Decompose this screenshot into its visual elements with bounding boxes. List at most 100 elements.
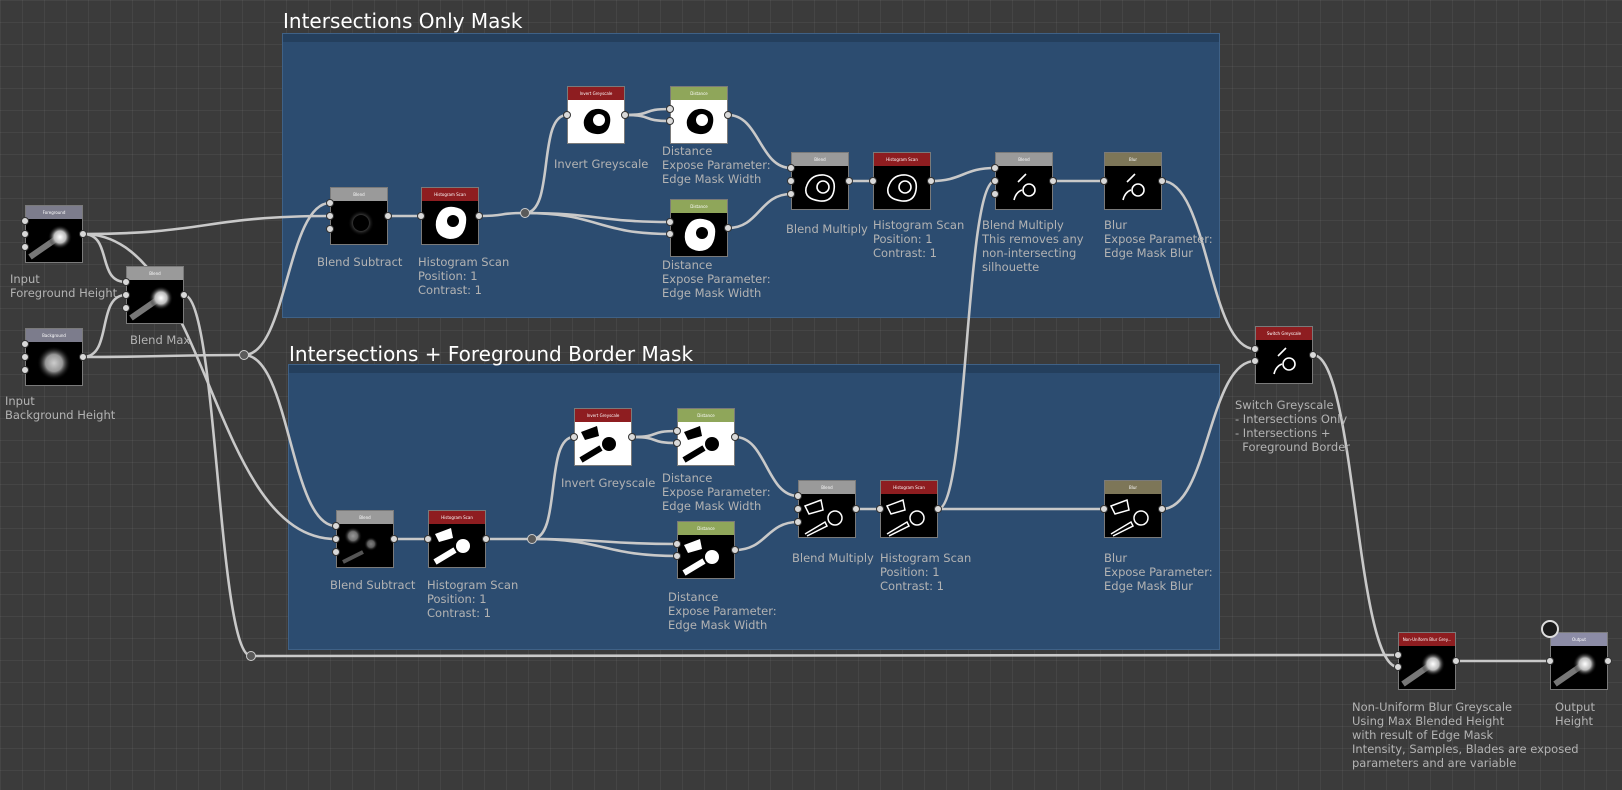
- input-pin[interactable]: [1394, 663, 1402, 671]
- input-pin[interactable]: [794, 518, 802, 526]
- node-t-inv[interactable]: Invert Greyscale: [567, 86, 625, 144]
- input-pin[interactable]: [991, 164, 999, 172]
- node-b-blur[interactable]: Blur: [1104, 480, 1162, 538]
- node-b-hist2[interactable]: Histogram Scan: [880, 480, 938, 538]
- output-pin[interactable]: [1049, 177, 1057, 185]
- input-pin[interactable]: [332, 522, 340, 530]
- input-pin[interactable]: [326, 212, 334, 220]
- output-pin[interactable]: [724, 224, 732, 232]
- node-b-mult[interactable]: Blend: [798, 480, 856, 538]
- output-pin[interactable]: [180, 291, 188, 299]
- input-pin[interactable]: [326, 225, 334, 233]
- node-t-sub[interactable]: Blend: [330, 187, 388, 245]
- input-pin[interactable]: [332, 548, 340, 556]
- node-b-dist2[interactable]: Distance: [677, 521, 735, 579]
- reroute-dot[interactable]: [520, 208, 530, 218]
- output-pin[interactable]: [1158, 177, 1166, 185]
- input-pin[interactable]: [122, 291, 130, 299]
- output-pin[interactable]: [934, 505, 942, 513]
- reroute-dot[interactable]: [246, 651, 256, 661]
- node-t-hist2[interactable]: Histogram Scan: [873, 152, 931, 210]
- node-b-inv[interactable]: Invert Greyscale: [574, 408, 632, 466]
- input-pin[interactable]: [21, 217, 29, 225]
- node-b-hist[interactable]: Histogram Scan: [428, 510, 486, 568]
- output-pin[interactable]: [845, 177, 853, 185]
- input-pin[interactable]: [570, 433, 578, 441]
- output-pin[interactable]: [1158, 505, 1166, 513]
- output-pin[interactable]: [79, 230, 87, 238]
- input-pin[interactable]: [1251, 345, 1259, 353]
- input-pin[interactable]: [991, 190, 999, 198]
- input-pin[interactable]: [122, 304, 130, 312]
- input-pin[interactable]: [21, 230, 29, 238]
- node-switch[interactable]: Switch Greyscale: [1255, 326, 1313, 384]
- input-pin[interactable]: [563, 111, 571, 119]
- output-pin[interactable]: [1309, 351, 1317, 359]
- node-t-blur[interactable]: Blur: [1104, 152, 1162, 210]
- input-pin[interactable]: [1394, 651, 1402, 659]
- node-label-line: Blend Subtract: [317, 255, 403, 269]
- input-pin[interactable]: [673, 540, 681, 548]
- node-t-mult[interactable]: Blend: [791, 152, 849, 210]
- node-blend-max[interactable]: Blend: [126, 266, 184, 324]
- input-pin[interactable]: [1251, 357, 1259, 365]
- output-pin[interactable]: [927, 177, 935, 185]
- input-pin[interactable]: [876, 505, 884, 513]
- node-t-dist1[interactable]: Distance: [670, 86, 728, 144]
- output-pin[interactable]: [475, 212, 483, 220]
- output-pin[interactable]: [628, 433, 636, 441]
- output-pin[interactable]: [731, 433, 739, 441]
- node-nublur[interactable]: Non-Uniform Blur Grey...: [1398, 632, 1456, 690]
- frame-intersections-border[interactable]: [288, 364, 1220, 650]
- node-thumbnail: [678, 535, 734, 578]
- node-fg-in[interactable]: Foreground: [25, 205, 83, 263]
- input-pin[interactable]: [326, 199, 334, 207]
- input-pin[interactable]: [673, 552, 681, 560]
- output-pin[interactable]: [390, 535, 398, 543]
- node-b-sub[interactable]: Blend: [336, 510, 394, 568]
- frame-intersections-only[interactable]: [282, 33, 1220, 318]
- input-pin[interactable]: [21, 243, 29, 251]
- output-pin[interactable]: [852, 505, 860, 513]
- output-pin[interactable]: [731, 546, 739, 554]
- input-pin[interactable]: [673, 439, 681, 447]
- input-pin[interactable]: [794, 492, 802, 500]
- output-pin[interactable]: [1604, 657, 1612, 665]
- node-t-hist[interactable]: Histogram Scan: [421, 187, 479, 245]
- input-pin[interactable]: [869, 177, 877, 185]
- node-header: Blend: [337, 511, 393, 524]
- input-pin[interactable]: [1100, 177, 1108, 185]
- output-pin[interactable]: [384, 212, 392, 220]
- input-pin[interactable]: [787, 164, 795, 172]
- input-pin[interactable]: [21, 366, 29, 374]
- input-pin[interactable]: [787, 177, 795, 185]
- output-pin[interactable]: [1452, 657, 1460, 665]
- output-pin[interactable]: [79, 353, 87, 361]
- node-t-mult2[interactable]: Blend: [995, 152, 1053, 210]
- node-t-dist2[interactable]: Distance: [670, 199, 728, 257]
- output-pin[interactable]: [482, 535, 490, 543]
- node-output[interactable]: Output: [1550, 632, 1608, 690]
- input-pin[interactable]: [666, 105, 674, 113]
- node-bg-in[interactable]: Background: [25, 328, 83, 386]
- input-pin[interactable]: [1546, 657, 1554, 665]
- input-pin[interactable]: [673, 427, 681, 435]
- input-pin[interactable]: [991, 177, 999, 185]
- output-pin[interactable]: [724, 111, 732, 119]
- input-pin[interactable]: [787, 190, 795, 198]
- input-pin[interactable]: [21, 353, 29, 361]
- node-b-dist1[interactable]: Distance: [677, 408, 735, 466]
- reroute-dot[interactable]: [239, 350, 249, 360]
- input-pin[interactable]: [666, 117, 674, 125]
- reroute-dot[interactable]: [527, 534, 537, 544]
- input-pin[interactable]: [1100, 505, 1108, 513]
- input-pin[interactable]: [332, 535, 340, 543]
- input-pin[interactable]: [424, 535, 432, 543]
- input-pin[interactable]: [666, 230, 674, 238]
- input-pin[interactable]: [417, 212, 425, 220]
- input-pin[interactable]: [122, 278, 130, 286]
- input-pin[interactable]: [666, 218, 674, 226]
- output-pin[interactable]: [621, 111, 629, 119]
- input-pin[interactable]: [794, 505, 802, 513]
- input-pin[interactable]: [21, 340, 29, 348]
